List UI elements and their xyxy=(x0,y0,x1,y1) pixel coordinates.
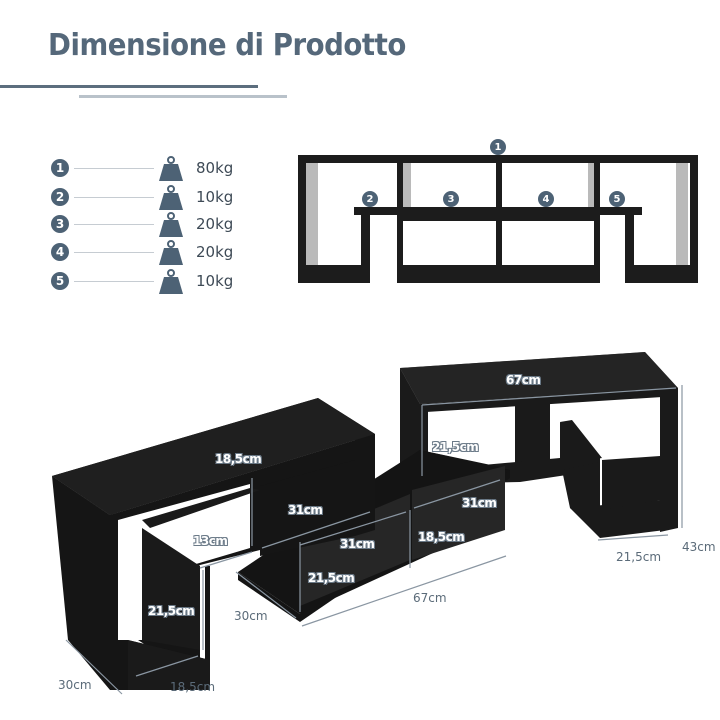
number-badge: 5 xyxy=(51,272,69,290)
legend-item: 1 80kg xyxy=(48,156,288,181)
shelf-number-badge: 2 xyxy=(362,191,378,207)
number-badge: 1 xyxy=(51,159,69,177)
dimension-label: 31cm xyxy=(340,537,375,551)
leader-line xyxy=(74,197,154,198)
dimension-label: 30cm xyxy=(234,609,268,623)
load-label: 20kg xyxy=(196,243,234,261)
dimension-label: 21,5cm xyxy=(148,604,195,618)
dimension-label: 18,5cm xyxy=(215,452,262,466)
leader-line xyxy=(74,168,154,169)
leader-line xyxy=(74,281,154,282)
leader-line xyxy=(74,252,154,253)
shelf-number-badge: 4 xyxy=(538,191,554,207)
number-badge: 3 xyxy=(51,215,69,233)
number-badge: 4 xyxy=(51,243,69,261)
number-badge: 2 xyxy=(51,188,69,206)
dimension-label: 21,5cm xyxy=(616,550,662,564)
dimension-label: 31cm xyxy=(288,503,323,517)
dimension-label: 67cm xyxy=(413,591,447,605)
load-label: 10kg xyxy=(196,188,234,206)
load-label: 10kg xyxy=(196,272,234,290)
shelf-number-badge: 3 xyxy=(443,191,459,207)
dimension-label: 30cm xyxy=(58,678,92,692)
title-underline-dark xyxy=(0,85,258,88)
dimension-label: 67cm xyxy=(506,373,541,387)
shelf-number-badge: 1 xyxy=(490,139,506,155)
legend-item: 2 10kg xyxy=(48,185,288,210)
dimension-label: 13cm xyxy=(193,534,228,548)
title-underline-light xyxy=(79,95,287,98)
weight-icon xyxy=(159,269,183,294)
dimension-label: 18,5cm xyxy=(418,530,465,544)
page-title: Dimensione di Prodotto xyxy=(48,28,406,63)
legend-item: 4 20kg xyxy=(48,240,288,265)
weight-icon xyxy=(159,156,183,181)
leader-line xyxy=(74,224,154,225)
legend-item: 5 10kg xyxy=(48,269,288,294)
weight-icon xyxy=(159,240,183,265)
dimension-label: 43cm xyxy=(682,540,716,554)
load-label: 80kg xyxy=(196,159,234,177)
dimension-label: 31cm xyxy=(462,496,497,510)
load-label: 20kg xyxy=(196,215,234,233)
dimension-label: 21,5cm xyxy=(432,440,479,454)
dimension-label: 18,5cm xyxy=(170,680,216,694)
weight-icon xyxy=(159,212,183,237)
legend-item: 3 20kg xyxy=(48,212,288,237)
shelf-number-badge: 5 xyxy=(609,191,625,207)
weight-icon xyxy=(159,185,183,210)
dimension-label: 21,5cm xyxy=(308,571,355,585)
